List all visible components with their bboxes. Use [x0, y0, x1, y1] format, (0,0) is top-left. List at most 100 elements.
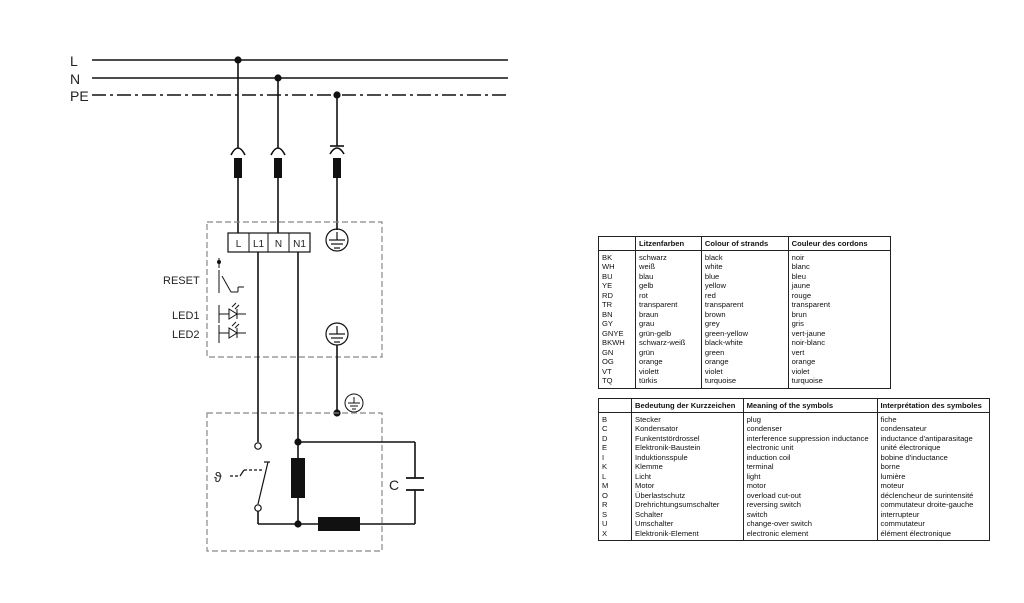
- strand-colours-table: Litzenfarben Colour of strands Couleur d…: [598, 236, 891, 389]
- motor-winding-vertical-icon: [291, 458, 305, 498]
- plug-contacts: [234, 158, 341, 178]
- earth-icon-2: [325, 322, 349, 413]
- table-cell: OG: [602, 357, 614, 366]
- table-cell: inductance d'antiparasitage: [876, 433, 990, 443]
- table-cell: gris: [787, 319, 891, 329]
- table-cell: fiche: [876, 412, 990, 424]
- motor-winding-horizontal-icon: [318, 517, 360, 531]
- header-english: Meaning of the symbols: [742, 398, 878, 413]
- table-cell: R: [602, 500, 608, 509]
- terminal-n1: N1: [293, 239, 306, 250]
- table-cell: green: [700, 347, 789, 357]
- table-cell: orange: [700, 357, 789, 367]
- earth-icon-3: [344, 393, 364, 413]
- table-cell: B: [602, 414, 608, 424]
- led1-icon: [218, 302, 246, 323]
- table-cell: rot: [635, 290, 702, 300]
- reset-label: RESET: [163, 275, 200, 287]
- table-cell: Klemme: [631, 462, 744, 472]
- motor-section-box: [206, 412, 383, 552]
- table-cell: transparent: [635, 300, 702, 310]
- table-cell: Licht: [631, 471, 744, 481]
- table-cell: WH: [602, 262, 615, 271]
- table-cell: TR: [602, 300, 613, 309]
- table-cell: borne: [876, 462, 990, 472]
- earth-icon: [325, 228, 349, 252]
- table-cell: grün: [635, 347, 702, 357]
- table-cell: E: [602, 443, 608, 452]
- capacitor-label: C: [389, 477, 399, 493]
- table-cell: schwarz: [635, 250, 702, 262]
- table-cell: black: [700, 250, 789, 262]
- table-cell: electronic element: [742, 528, 878, 541]
- header-german: Litzenfarben: [635, 236, 702, 251]
- table-cell: rouge: [787, 290, 891, 300]
- table-cell: X: [602, 528, 608, 538]
- led1-label: LED1: [172, 310, 200, 322]
- table-cell: plug: [742, 412, 878, 424]
- table-cell: BK: [602, 252, 613, 262]
- table-cell: gelb: [635, 281, 702, 291]
- wiring-diagram: L N PE L L1 N N1: [70, 53, 508, 552]
- table-cell: Kondensator: [631, 424, 744, 434]
- table-cell: violet: [787, 366, 891, 376]
- table-header-row: Litzenfarben Colour of strands Couleur d…: [598, 236, 891, 251]
- table-cell: change-over switch: [742, 519, 878, 529]
- table-cell: jaune: [787, 281, 891, 291]
- table-cell: green-yellow: [700, 328, 789, 338]
- table-cell: condenser: [742, 424, 878, 434]
- table-cell: moteur: [876, 481, 990, 491]
- table-cell: O: [602, 490, 608, 500]
- table-cell: Überlastschutz: [631, 490, 744, 500]
- led2-icon: [218, 321, 246, 343]
- table-cell: élément électronique: [876, 528, 990, 541]
- table-cell: YE: [602, 281, 613, 290]
- terminal-l1: L1: [253, 239, 265, 250]
- header-english: Colour of strands: [700, 236, 789, 251]
- table-cell: Schalter: [631, 509, 744, 519]
- table-cell: Induktionsspule: [631, 452, 744, 462]
- table-cell: D: [602, 433, 608, 443]
- table-cell: grün-gelb: [635, 328, 702, 338]
- table-cell: Motor: [631, 481, 744, 491]
- table-cell: vert-jaune: [787, 328, 891, 338]
- reset-switch-icon: [217, 258, 244, 293]
- table-cell: VT: [602, 366, 612, 376]
- table-cell: GNYE: [602, 328, 624, 338]
- table-cell: L: [602, 471, 607, 481]
- table-cell: Umschalter: [631, 519, 744, 529]
- table-cell: vert: [787, 347, 891, 357]
- table-cell: I: [602, 452, 605, 462]
- table-cell: blue: [700, 271, 789, 281]
- table-cell: induction coil: [742, 452, 878, 462]
- table-cell: interference suppression inductance: [742, 433, 878, 443]
- table-cell: turquoise: [700, 376, 789, 388]
- table-cell: switch: [742, 509, 878, 519]
- table-cell: blanc: [787, 262, 891, 272]
- capacitor-icon: [406, 477, 424, 491]
- table-cell: light: [742, 471, 878, 481]
- table-cell: orange: [787, 357, 891, 367]
- table-cell: yellow: [700, 281, 789, 291]
- table-cell: white: [700, 262, 789, 272]
- table-cell: grey: [700, 319, 789, 329]
